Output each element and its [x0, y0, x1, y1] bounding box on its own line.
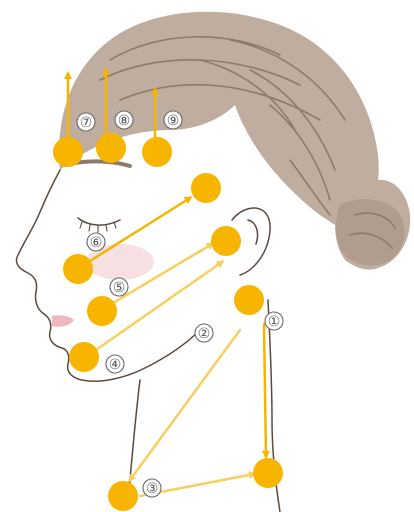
- point-7: [53, 137, 83, 167]
- ear-inner: [248, 220, 258, 244]
- massage-points: [53, 133, 283, 511]
- point-1-end: [253, 458, 283, 488]
- label-6: ⑥: [87, 233, 105, 251]
- svg-text:④: ④: [109, 357, 122, 373]
- label-9: ⑨: [164, 111, 182, 129]
- point-8: [96, 133, 126, 163]
- label-2: ②: [195, 324, 213, 342]
- point-4-start: [69, 342, 99, 372]
- label-8: ⑧: [115, 111, 133, 129]
- svg-text:⑧: ⑧: [118, 113, 131, 129]
- label-3: ③: [143, 479, 161, 497]
- point-3-start: [108, 481, 138, 511]
- svg-text:⑨: ⑨: [167, 113, 180, 129]
- point-6-end: [191, 173, 221, 203]
- hair-bun: [336, 199, 405, 265]
- label-1: ①: [265, 312, 283, 330]
- neck-front: [128, 380, 140, 500]
- point-5-start: [87, 296, 117, 326]
- svg-text:②: ②: [198, 326, 211, 342]
- point-9: [142, 137, 172, 167]
- arrow-1: [264, 324, 266, 456]
- svg-text:①: ①: [268, 314, 281, 330]
- svg-text:⑦: ⑦: [80, 115, 93, 131]
- label-5: ⑤: [110, 278, 128, 296]
- svg-text:⑤: ⑤: [113, 280, 126, 296]
- svg-text:③: ③: [146, 481, 159, 497]
- lips: [52, 315, 74, 327]
- label-7: ⑦: [77, 113, 95, 131]
- point-6-start: [63, 254, 93, 284]
- point-1-start: [234, 285, 264, 315]
- label-4: ④: [106, 355, 124, 373]
- arrow-2: [130, 330, 240, 480]
- svg-text:⑥: ⑥: [90, 235, 103, 251]
- point-5-end: [211, 226, 241, 256]
- face-outline: [16, 161, 280, 512]
